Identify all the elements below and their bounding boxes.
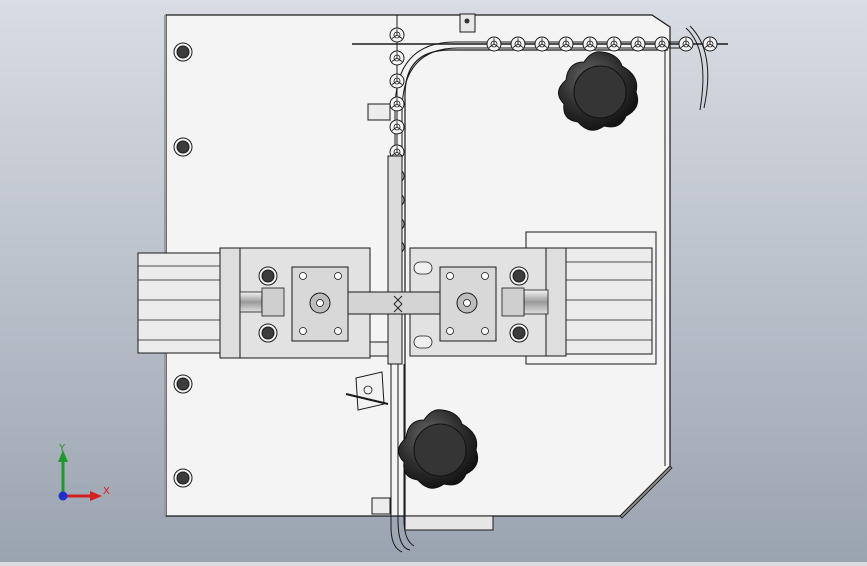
orientation-triad — [58, 450, 102, 501]
knob-top[interactable] — [558, 51, 639, 131]
top-bracket — [459, 13, 476, 33]
sensor-clip — [345, 371, 389, 411]
triad-x-label: X — [103, 486, 110, 497]
knob-bottom[interactable] — [398, 409, 479, 489]
cylinder-right[interactable] — [409, 231, 657, 365]
block-right[interactable] — [439, 266, 497, 342]
triad-y-label: Y — [59, 443, 66, 454]
clamp-assembly[interactable] — [345, 291, 441, 315]
block-left[interactable] — [291, 266, 349, 342]
